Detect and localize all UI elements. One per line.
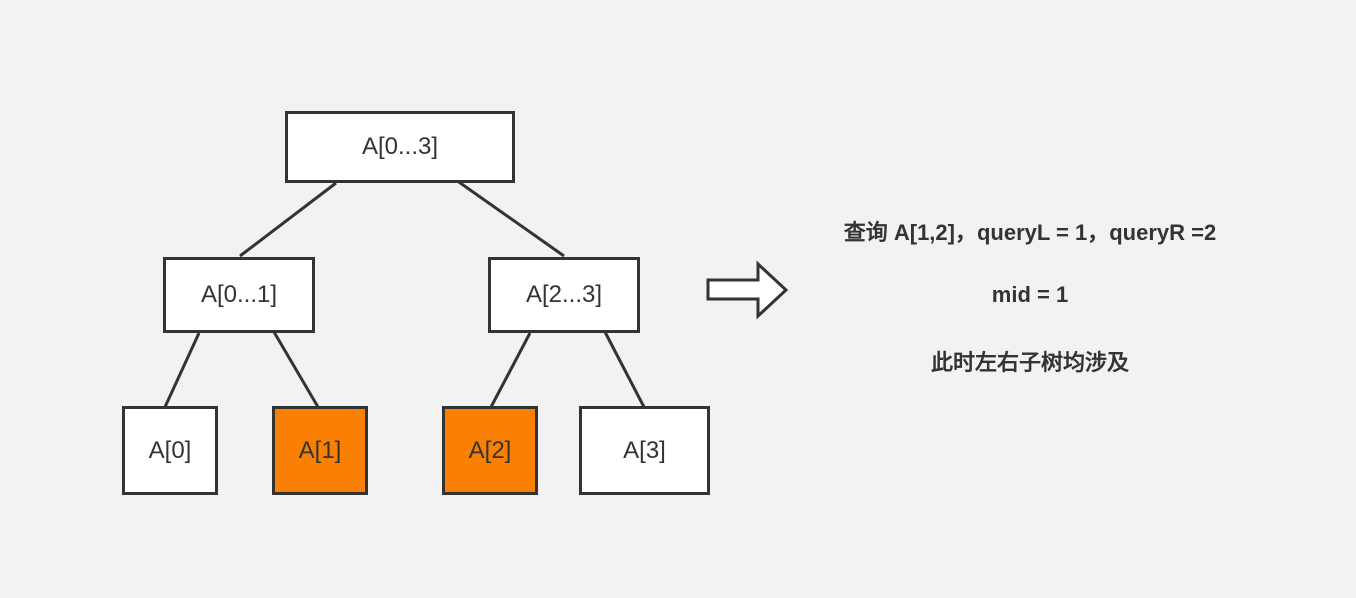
edge-root-right — [455, 178, 565, 258]
tree-leaf-1: A[1] — [272, 406, 368, 495]
tree-leaf-3: A[3] — [579, 406, 710, 495]
tree-leaf-0: A[0] — [122, 406, 218, 495]
arrow-right-icon — [706, 260, 789, 320]
conclusion-text: 此时左右子树均涉及 — [930, 350, 1129, 375]
edge-right-leaf2 — [489, 332, 532, 408]
edge-root-left — [239, 181, 337, 258]
tree-node-right: A[2...3] — [488, 257, 640, 333]
edge-left-leaf1 — [272, 331, 320, 408]
tree-node-left: A[0...1] — [163, 257, 315, 333]
tree-node-root: A[0...3] — [285, 111, 515, 183]
tree-leaf-2: A[2] — [442, 406, 538, 495]
query-description: 查询 A[1,2]，queryL = 1，queryR =2 — [843, 220, 1217, 245]
edge-right-leaf3 — [603, 331, 646, 408]
mid-value: mid = 1 — [991, 282, 1069, 307]
edge-left-leaf0 — [163, 332, 201, 408]
